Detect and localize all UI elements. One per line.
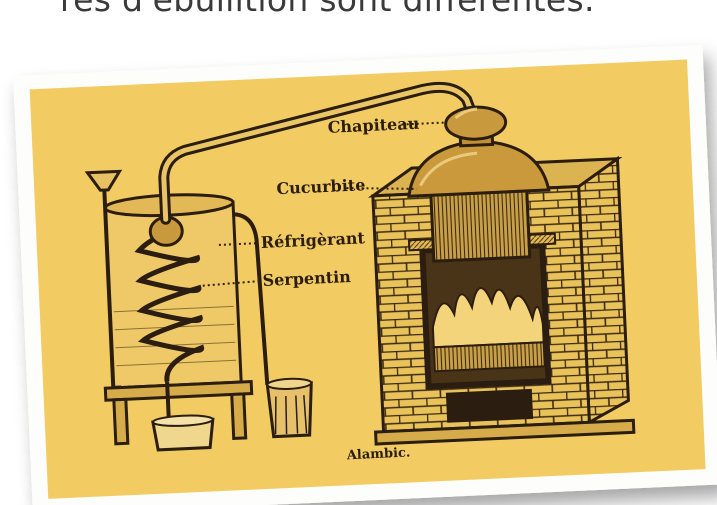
figure-caption: Alambic.	[345, 445, 410, 463]
coals	[434, 342, 545, 371]
label-cucurbite: Cucurbite	[276, 175, 366, 198]
label-serpentin: Serpentin	[262, 267, 351, 290]
